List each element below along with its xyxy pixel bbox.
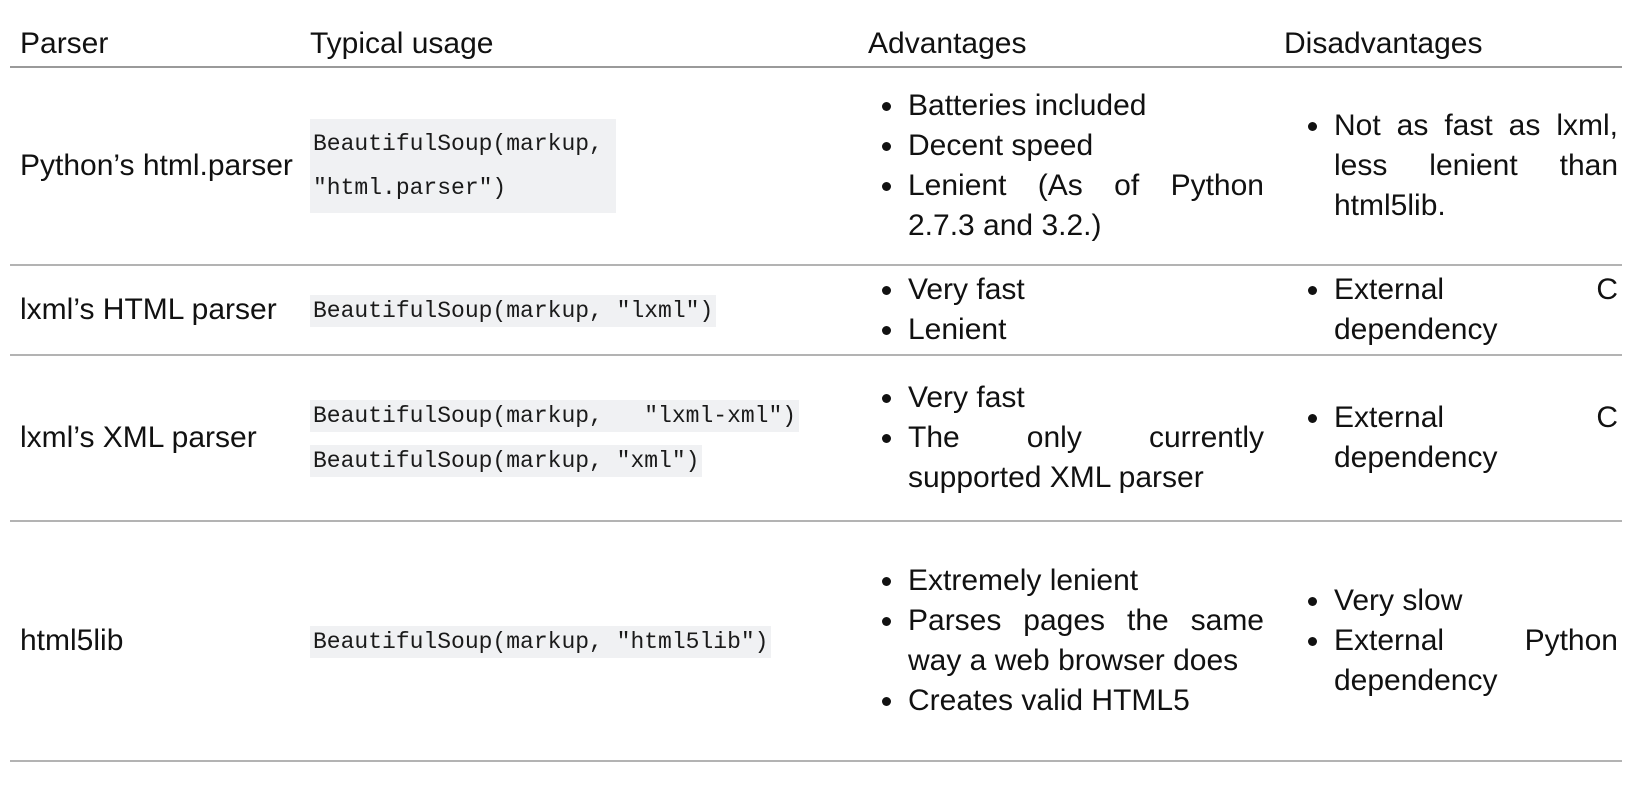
disadvantages-list: External C dependency: [1294, 270, 1618, 350]
list-item: The only currently supported XML parser: [906, 418, 1264, 498]
list-item: Creates valid HTML5: [906, 681, 1264, 721]
header-advantages: Advantages: [858, 18, 1274, 68]
disadvantages-list: Not as fast as lxml, less lenient than h…: [1294, 106, 1618, 226]
list-item: External Python dependency: [1332, 621, 1618, 701]
parser-name-cell: lxml’s HTML parser: [10, 265, 300, 356]
list-item: Very slow: [1332, 581, 1618, 621]
advantages-list: Very fast The only currently supported X…: [868, 378, 1264, 498]
header-disadvantages: Disadvantages: [1274, 18, 1622, 68]
list-item: Decent speed: [906, 126, 1264, 166]
list-item: External C dependency: [1332, 270, 1618, 350]
table-header: Parser Typical usage Advantages Disadvan…: [10, 18, 1622, 68]
advantages-cell: Very fast Lenient: [858, 265, 1274, 356]
parser-name-cell: html5lib: [10, 521, 300, 762]
header-parser: Parser: [10, 18, 300, 68]
disadvantages-cell: External C dependency: [1274, 355, 1622, 522]
advantages-cell: Batteries included Decent speed Lenient …: [858, 67, 1274, 266]
table-row: lxml’s HTML parser BeautifulSoup(markup,…: [10, 265, 1622, 356]
list-item: Parses pages the same way a web browser …: [906, 601, 1264, 681]
parser-name: html5lib: [20, 624, 124, 657]
usage-code: BeautifulSoup(markup, "xml"): [310, 445, 703, 477]
list-item: Lenient (As of Python 2.7.3 and 3.2.): [906, 166, 1264, 246]
document-page: Parser Typical usage Advantages Disadvan…: [0, 0, 1638, 762]
list-item: Very fast: [906, 378, 1264, 418]
parser-name: lxml’s HTML parser: [20, 293, 277, 326]
parser-name-cell: Python’s html.parser: [10, 67, 300, 266]
header-typical-usage: Typical usage: [300, 18, 858, 68]
advantages-cell: Very fast The only currently supported X…: [858, 355, 1274, 522]
usage-code: BeautifulSoup(markup, "lxml-xml"): [310, 400, 800, 432]
parser-name: lxml’s XML parser: [20, 421, 257, 454]
disadvantages-cell: External C dependency: [1274, 265, 1622, 356]
list-item: Very fast: [906, 270, 1264, 310]
usage-cell: BeautifulSoup(markup, "lxml-xml") Beauti…: [300, 355, 858, 522]
usage-code: BeautifulSoup(markup, "html5lib"): [310, 625, 772, 658]
table-row: Python’s html.parser BeautifulSoup(marku…: [10, 67, 1622, 266]
header-row: Parser Typical usage Advantages Disadvan…: [10, 18, 1622, 68]
table-row: lxml’s XML parser BeautifulSoup(markup, …: [10, 355, 1622, 522]
parser-name: Python’s html.parser: [20, 149, 293, 182]
disadvantages-cell: Very slow External Python dependency: [1274, 521, 1622, 762]
usage-cell: BeautifulSoup(markup, "lxml"): [300, 265, 858, 356]
advantages-list: Very fast Lenient: [868, 270, 1264, 350]
usage-cell: BeautifulSoup(markup, "html5lib"): [300, 521, 858, 762]
advantages-list: Batteries included Decent speed Lenient …: [868, 86, 1264, 246]
advantages-list: Extremely lenient Parses pages the same …: [868, 561, 1264, 721]
parser-comparison-table: Parser Typical usage Advantages Disadvan…: [10, 18, 1622, 762]
usage-code: BeautifulSoup(markup, "lxml"): [310, 294, 717, 327]
disadvantages-list: External C dependency: [1294, 398, 1618, 478]
usage-cell: BeautifulSoup(markup, "html.parser"): [300, 67, 858, 266]
disadvantages-list: Very slow External Python dependency: [1294, 581, 1618, 701]
disadvantages-cell: Not as fast as lxml, less lenient than h…: [1274, 67, 1622, 266]
advantages-cell: Extremely lenient Parses pages the same …: [858, 521, 1274, 762]
list-item: Extremely lenient: [906, 561, 1264, 601]
list-item: Batteries included: [906, 86, 1264, 126]
list-item: Not as fast as lxml, less lenient than h…: [1332, 106, 1618, 226]
table-body: Python’s html.parser BeautifulSoup(marku…: [10, 67, 1622, 762]
list-item: Lenient: [906, 310, 1264, 350]
list-item: External C dependency: [1332, 398, 1618, 478]
parser-name-cell: lxml’s XML parser: [10, 355, 300, 522]
table-row: html5lib BeautifulSoup(markup, "html5lib…: [10, 521, 1622, 762]
usage-code: BeautifulSoup(markup, "html.parser"): [310, 119, 616, 213]
